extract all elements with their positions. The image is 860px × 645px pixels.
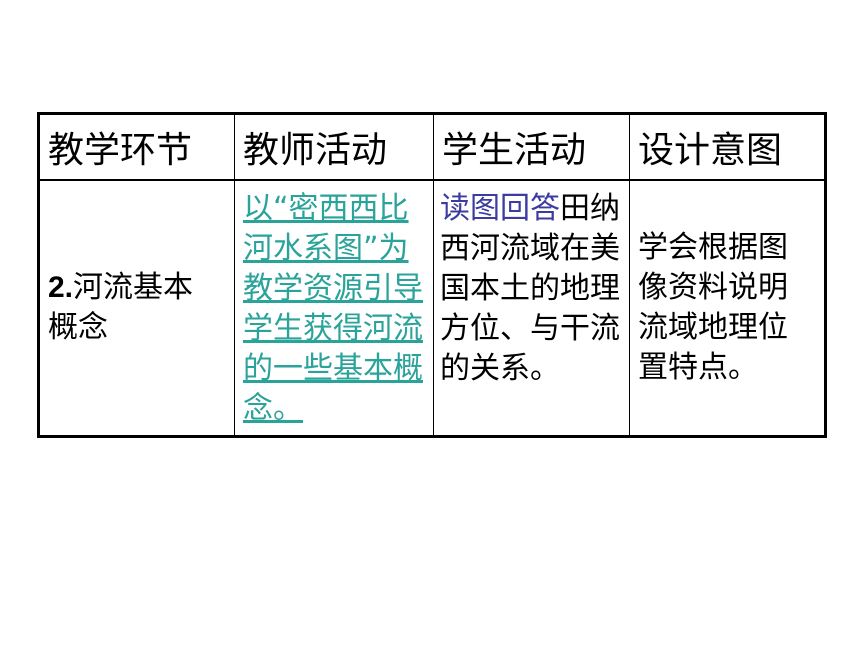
cell-design-intent: 学会根据图像资料说明流域地理位置特点。	[629, 179, 826, 437]
stage-text: 2.河流基本概念	[48, 268, 220, 348]
student-activity-highlight: 读图回答	[440, 191, 560, 226]
stage-number: 2.	[48, 271, 74, 304]
stage-label: 河流基本概念	[48, 270, 194, 345]
lesson-plan-table: 教学环节 教师活动 学生活动 设计意图 2.河流基本概念 以“密西西比河水系图”…	[37, 112, 827, 438]
student-activity-text: 读图回答田纳西河流域在美国本土的地理方位、与干流的关系。	[440, 189, 626, 389]
header-design-intent: 设计意图	[629, 113, 826, 181]
cell-student-activity: 读图回答田纳西河流域在美国本土的地理方位、与干流的关系。	[433, 179, 630, 437]
teacher-activity-link[interactable]: 以“密西西比河水系图”为教学资源引导学生获得河流的一些基本概念。	[243, 191, 423, 426]
table-row: 2.河流基本概念 以“密西西比河水系图”为教学资源引导学生获得河流的一些基本概念…	[38, 179, 826, 437]
header-row: 教学环节 教师活动 学生活动 设计意图	[38, 113, 826, 181]
header-student-activity: 学生活动	[433, 113, 630, 181]
cell-teaching-stage: 2.河流基本概念	[38, 179, 235, 437]
design-intent-text: 学会根据图像资料说明流域地理位置特点。	[638, 230, 788, 385]
header-teacher-activity: 教师活动	[234, 113, 434, 181]
header-teaching-stage: 教学环节	[38, 113, 235, 181]
cell-teacher-activity: 以“密西西比河水系图”为教学资源引导学生获得河流的一些基本概念。	[234, 179, 434, 437]
student-activity-body: 田纳西河流域在美国本土的地理方位、与干流的关系。	[440, 191, 620, 386]
